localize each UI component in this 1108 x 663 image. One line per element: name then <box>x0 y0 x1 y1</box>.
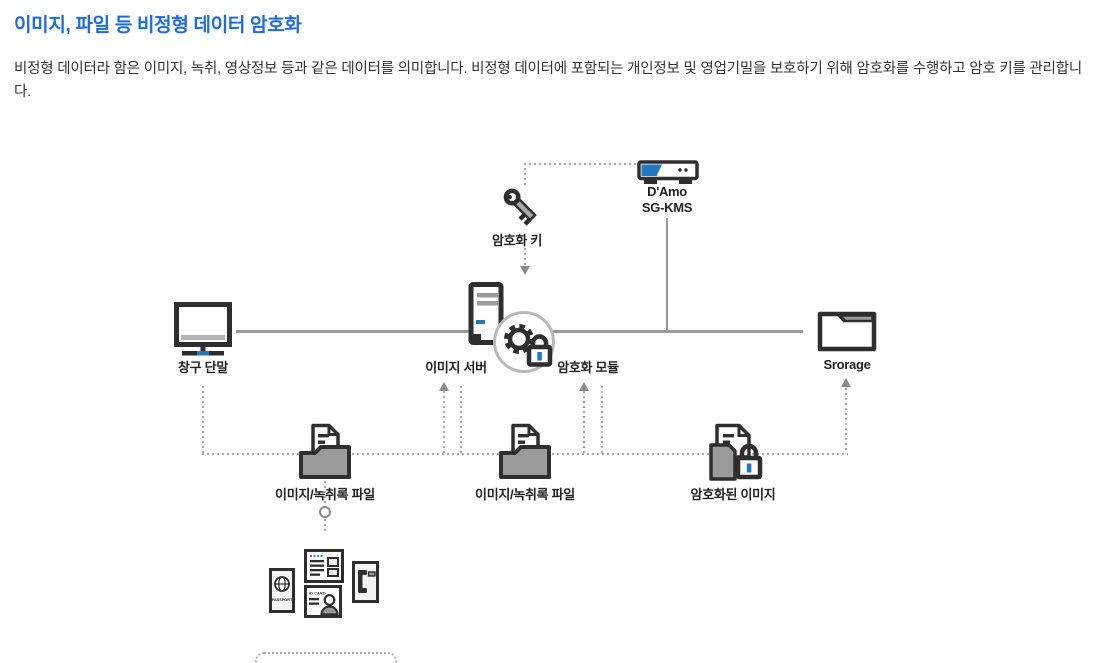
encryption-key-node <box>498 183 546 236</box>
id-card-icon: ID CARD <box>304 585 342 618</box>
connector-up-to-encryption-module <box>583 391 585 453</box>
passport-node: PASSPORT <box>269 568 295 618</box>
connector-key-to-kms-vertical <box>524 163 526 185</box>
file-center-label: 이미지/녹취록 파일 <box>475 487 575 502</box>
folder-icon <box>817 311 877 352</box>
web-document-node <box>304 549 344 588</box>
passport-text: PASSPORT <box>272 598 293 602</box>
unstructured-data-examples-box <box>255 652 397 663</box>
passport-icon: PASSPORT <box>269 568 295 613</box>
kms-node <box>637 160 699 193</box>
detailbox-connector-ring <box>319 506 331 518</box>
id-card-text: ID CARD <box>309 591 326 596</box>
connector-file-to-detailbox-upper <box>324 481 326 506</box>
server-icon <box>468 282 504 345</box>
encrypted-image-node <box>702 423 766 486</box>
arrowhead-encryption-module <box>579 382 589 391</box>
connector-up-to-image-server <box>443 391 445 453</box>
phone-node <box>352 561 379 608</box>
phone-icon <box>352 561 379 603</box>
encryption-module-label: 암호화 모듈 <box>557 360 619 375</box>
connector-kms-vertical <box>666 218 668 331</box>
page-title: 이미지, 파일 등 비정형 데이터 암호화 <box>14 15 302 36</box>
arrowhead-storage <box>841 378 851 387</box>
encryption-module-node <box>492 310 556 379</box>
connector-up-to-storage <box>845 388 847 453</box>
encryption-key-label: 암호화 키 <box>492 233 542 248</box>
image-server-node <box>468 282 506 351</box>
kms-label-line1: D'Amo <box>647 184 687 199</box>
encryption-flow-diagram: 암호화 키 D'Amo SG-KMS 창구 단말 <box>0 120 1108 663</box>
monitor-icon <box>174 302 232 356</box>
web-document-icon <box>304 549 344 583</box>
teller-terminal-label: 창구 단말 <box>178 360 228 375</box>
kms-appliance-icon <box>637 160 699 184</box>
encrypted-image-label: 암호화된 이미지 <box>690 487 776 502</box>
image-server-label: 이미지 서버 <box>425 360 487 375</box>
key-icon <box>503 188 537 226</box>
page-description: 비정형 데이터라 함은 이미지, 녹취, 영상정보 등과 같은 데이터를 의미합… <box>14 61 1083 100</box>
gear-lock-icon <box>493 311 555 373</box>
file-left-node <box>294 423 356 486</box>
arrowhead-key-down <box>520 266 530 275</box>
connector-key-to-kms-horizontal <box>524 163 638 165</box>
file-left-label: 이미지/녹취록 파일 <box>275 487 375 502</box>
connector-key-down <box>524 248 526 266</box>
storage-node <box>817 306 877 358</box>
folder-document-icon <box>299 423 351 479</box>
encrypted-document-lock-icon <box>709 423 763 481</box>
connector-file-to-detailbox-lower <box>324 519 326 532</box>
teller-terminal-node <box>174 302 232 361</box>
storage-label: Srorage <box>823 357 871 372</box>
file-center-node <box>494 423 556 486</box>
connector-terminal-down <box>202 386 204 453</box>
connector-module-down <box>601 386 603 453</box>
connector-image-server-down <box>460 386 462 453</box>
arrowhead-image-server <box>439 382 449 391</box>
id-card-node: ID CARD <box>304 585 342 623</box>
folder-document-icon <box>499 423 551 479</box>
kms-label-line2: SG-KMS <box>641 200 693 215</box>
